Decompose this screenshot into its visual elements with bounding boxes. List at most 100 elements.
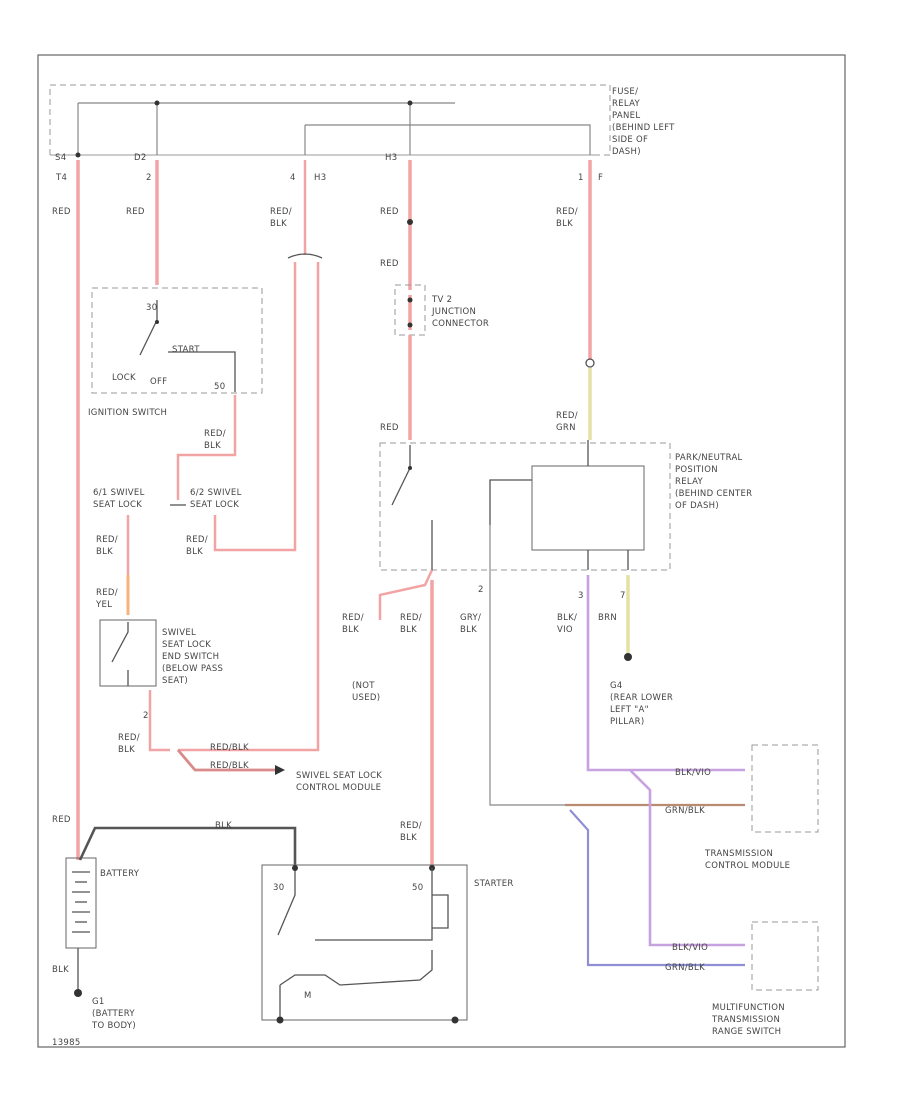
- wire-red-blk-not-used: [378, 569, 434, 620]
- wire-label-red-blk: RED/: [96, 535, 118, 545]
- figure-code: 13985: [52, 1038, 81, 1048]
- pin-label-h3b: H3: [314, 173, 326, 183]
- wire-label-red-blk: BLK: [96, 547, 113, 557]
- wire-label-blk-vio: BLK/: [557, 613, 577, 623]
- wire-label-red-blk: BLK: [186, 547, 203, 557]
- battery-label: BATTERY: [100, 869, 140, 879]
- tv2-junction-label: JUNCTION: [431, 307, 476, 317]
- tcm-box: [751, 744, 819, 833]
- svg-text:END SWITCH: END SWITCH: [162, 652, 219, 662]
- swivel-conn-right-label: 6/2 SWIVEL: [190, 488, 242, 498]
- wire-grn-blk-mfrs: [569, 809, 745, 967]
- wire-blk-battery-starter: [78, 826, 297, 865]
- wire-label-red-blk: BLK: [118, 745, 135, 755]
- ground-g1-icon: [74, 989, 82, 997]
- svg-text:MULTIFUNCTION: MULTIFUNCTION: [712, 1003, 785, 1013]
- fuse-relay-panel-label: FUSE/ RELAY PANEL (BEHIND LEFT SIDE OF D…: [612, 87, 675, 157]
- diagram-frame: [37, 54, 846, 1048]
- swivel-end-switch-label: SWIVEL SEAT LOCK END SWITCH (BELOW PASS …: [162, 628, 223, 686]
- wire-label-red-yel: YEL: [95, 600, 112, 610]
- svg-text:RELAY: RELAY: [612, 99, 641, 109]
- wire-to-swivel-module: [176, 749, 275, 772]
- wire-label-red-blk: RED/: [204, 429, 226, 439]
- relay-coil-lead: [489, 479, 532, 525]
- switch-pivot: [155, 320, 159, 324]
- not-used-label: (NOT: [352, 681, 375, 691]
- pin-label-f: F: [598, 173, 603, 183]
- svg-text:RELAY: RELAY: [675, 477, 704, 487]
- ground-g4-icon: [624, 653, 632, 661]
- starter-motor-label: M: [304, 991, 312, 1001]
- wire-red-blk-to-module: [178, 262, 320, 752]
- wire-label-red: RED: [380, 259, 399, 269]
- wire-label-inline: GRN/BLK: [665, 963, 705, 973]
- switch-pivot: [408, 466, 412, 470]
- wire-label-gry-blk: GRY/: [460, 613, 481, 623]
- starter-terminal-50: 50: [412, 883, 423, 893]
- svg-text:G4: G4: [610, 681, 623, 691]
- wire-label-red-grn: GRN: [556, 423, 576, 433]
- arrow-icon: [275, 765, 285, 775]
- wire-label-red-blk: BLK: [342, 625, 359, 635]
- swivel-conn-left-label: SEAT LOCK: [93, 500, 142, 510]
- ground-g1-label: G1 (BATTERY TO BODY): [91, 997, 136, 1031]
- svg-text:TO BODY): TO BODY): [91, 1021, 136, 1031]
- svg-text:LEFT "A": LEFT "A": [610, 705, 649, 715]
- ignition-start-contact: [168, 351, 236, 392]
- junction-dot: [407, 100, 413, 106]
- starter-solenoid-circuit: [315, 868, 433, 941]
- wire-red-blk-ignition-out: [176, 395, 237, 500]
- relay-coil-box: [531, 465, 645, 551]
- mfrs-box: [751, 921, 819, 991]
- wire-label-blk-vio: VIO: [557, 625, 573, 635]
- wire-label-red: RED: [380, 207, 399, 217]
- ignition-lock-label: LOCK: [112, 373, 136, 383]
- svg-text:TRANSMISSION: TRANSMISSION: [711, 1015, 780, 1025]
- svg-text:SIDE OF: SIDE OF: [612, 135, 648, 145]
- end-switch-blade: [111, 622, 129, 663]
- panel-bus-relay: [305, 124, 591, 155]
- starter-motor-circuit: [279, 950, 433, 986]
- starter-terminal-30: 30: [273, 883, 284, 893]
- ignition-terminal-50: 50: [214, 382, 225, 392]
- ground-dot: [276, 1016, 284, 1024]
- svg-text:RANGE SWITCH: RANGE SWITCH: [712, 1027, 781, 1037]
- tcm-label: CONTROL MODULE: [705, 861, 790, 871]
- svg-text:(BELOW PASS: (BELOW PASS: [162, 664, 223, 674]
- junction-dot: [154, 100, 160, 106]
- wire-label-red-blk: RED/: [556, 207, 578, 217]
- pin-label: 2: [478, 585, 484, 595]
- svg-text:(BATTERY: (BATTERY: [92, 1009, 135, 1019]
- swivel-module-label: SWIVEL SEAT LOCK: [296, 771, 382, 781]
- wire-label-brn: BRN: [598, 613, 617, 623]
- tv2-junction-label: TV 2: [431, 295, 452, 305]
- fuse-relay-panel-box: [49, 84, 611, 156]
- swivel-conn-right-label: SEAT LOCK: [190, 500, 239, 510]
- wire-label-blk: BLK: [52, 965, 69, 975]
- park-neutral-relay-label: PARK/NEUTRAL POSITION RELAY (BEHIND CENT…: [675, 453, 752, 511]
- ignition-switch-box: [91, 287, 263, 394]
- battery-cells-icon: [72, 871, 90, 933]
- svg-text:SWIVEL: SWIVEL: [162, 628, 196, 638]
- tcm-label: TRANSMISSION: [704, 849, 773, 859]
- svg-text:PANEL: PANEL: [612, 111, 640, 121]
- pin-label-s4: S4: [55, 153, 66, 163]
- starter-solenoid-coil: [432, 894, 449, 929]
- wire-label-inline: BLK/VIO: [672, 943, 708, 953]
- park-neutral-relay-box: [379, 442, 671, 571]
- not-used-label: USED): [352, 693, 380, 703]
- svg-text:PARK/NEUTRAL: PARK/NEUTRAL: [675, 453, 743, 463]
- connector-dot: [407, 297, 413, 303]
- wire-red-blk-end-switch-out: [148, 690, 170, 752]
- wire-label-red-blk: BLK: [556, 219, 573, 229]
- ignition-switch-label: IGNITION SWITCH: [88, 408, 167, 418]
- wire-label-red-blk: RED/: [186, 535, 208, 545]
- relay-switch-blade: [391, 445, 411, 506]
- wire-label-inline: RED/BLK: [210, 761, 249, 771]
- connector-dot: [407, 219, 413, 225]
- starter-label: STARTER: [474, 879, 514, 889]
- wire-label-inline: GRN/BLK: [665, 806, 705, 816]
- svg-text:FUSE/: FUSE/: [612, 87, 638, 97]
- terminal-dot: [292, 865, 298, 871]
